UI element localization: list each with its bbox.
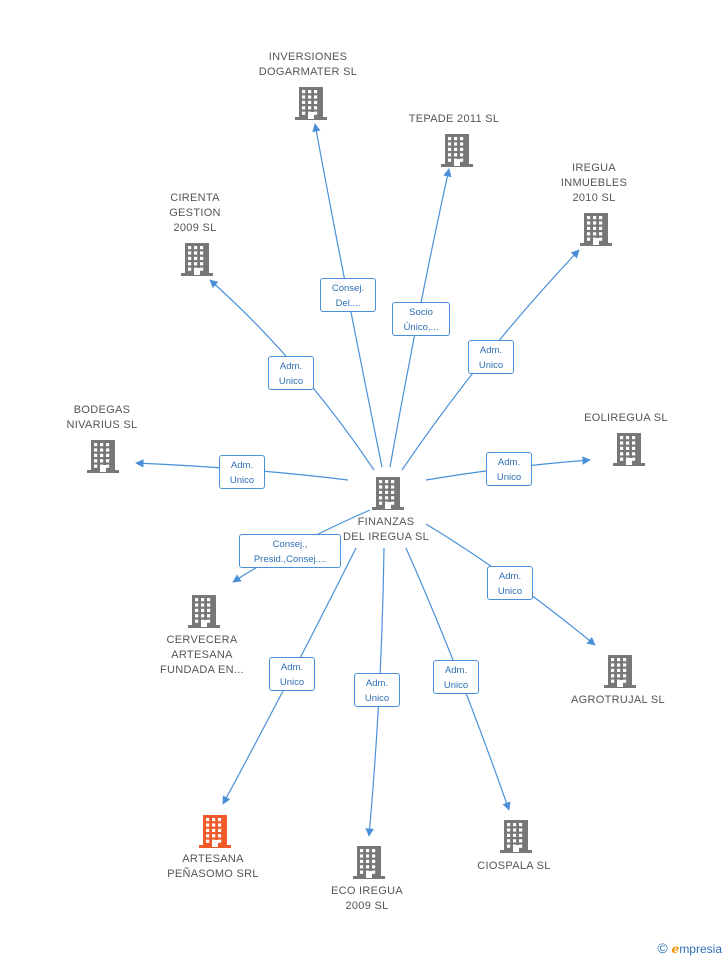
building-icon[interactable]: [604, 653, 636, 689]
building-icon[interactable]: [353, 844, 385, 880]
building-icon[interactable]: [295, 85, 327, 121]
role-label-cervecera[interactable]: Consej., Presid.,Consej....: [239, 534, 341, 568]
building-icon[interactable]: [500, 818, 532, 854]
company-name-ciospala[interactable]: CIOSPALA SL: [477, 859, 551, 872]
company-name-inversiones[interactable]: INVERSIONES DOGARMATER SL: [258, 51, 358, 78]
company-name-tepade[interactable]: TEPADE 2011 SL: [408, 112, 500, 125]
copyright-icon: ©: [657, 940, 668, 956]
role-label-cirenta[interactable]: Adm. Unico: [268, 356, 314, 390]
role-label-iregua-inmuebles[interactable]: Adm. Unico: [468, 340, 514, 374]
role-label-tepade[interactable]: Socio Único,...: [392, 302, 450, 336]
building-icon[interactable]: [580, 211, 612, 247]
brand-name: mpresia: [679, 942, 722, 956]
company-name-eoliregua[interactable]: EOLIREGUA SL: [584, 411, 668, 424]
building-icon[interactable]: [441, 132, 473, 168]
brand-logo: ©empresia: [657, 940, 722, 956]
role-label-inversiones[interactable]: Consej. Del....: [320, 278, 376, 312]
company-name-iregua-inmuebles[interactable]: IREGUA INMUEBLES 2010 SL: [560, 161, 628, 204]
brand-initial: e: [671, 942, 680, 956]
company-name-eco-iregua[interactable]: ECO IREGUA 2009 SL: [330, 885, 404, 912]
role-label-agrotrujal[interactable]: Adm. Unico: [487, 566, 533, 600]
role-label-bodegas[interactable]: Adm. Unico: [219, 455, 265, 489]
building-icon[interactable]: [372, 475, 404, 511]
company-name-cervecera[interactable]: CERVECERA ARTESANA FUNDADA EN...: [160, 633, 244, 676]
company-name-artesana[interactable]: ARTESANA PEÑASOMO SRL: [167, 853, 259, 880]
role-label-eco-iregua[interactable]: Adm. Unico: [354, 673, 400, 707]
role-label-artesana[interactable]: Adm. Unico: [269, 657, 315, 691]
company-name-cirenta[interactable]: CIRENTA GESTION 2009 SL: [169, 191, 221, 234]
edge-inversiones: [312, 123, 383, 468]
company-name-center[interactable]: FINANZAS DEL IREGUA SL: [342, 516, 430, 543]
company-name-bodegas[interactable]: BODEGAS NIVARIUS SL: [66, 404, 138, 431]
building-icon[interactable]: [199, 813, 231, 849]
role-label-ciospala[interactable]: Adm. Unico: [433, 660, 479, 694]
building-icon[interactable]: [87, 438, 119, 474]
company-name-agrotrujal[interactable]: AGROTRUJAL SL: [571, 693, 665, 706]
building-icon[interactable]: [188, 593, 220, 629]
building-icon[interactable]: [613, 431, 645, 467]
building-icon[interactable]: [181, 241, 213, 277]
role-label-eoliregua[interactable]: Adm. Unico: [486, 452, 532, 486]
